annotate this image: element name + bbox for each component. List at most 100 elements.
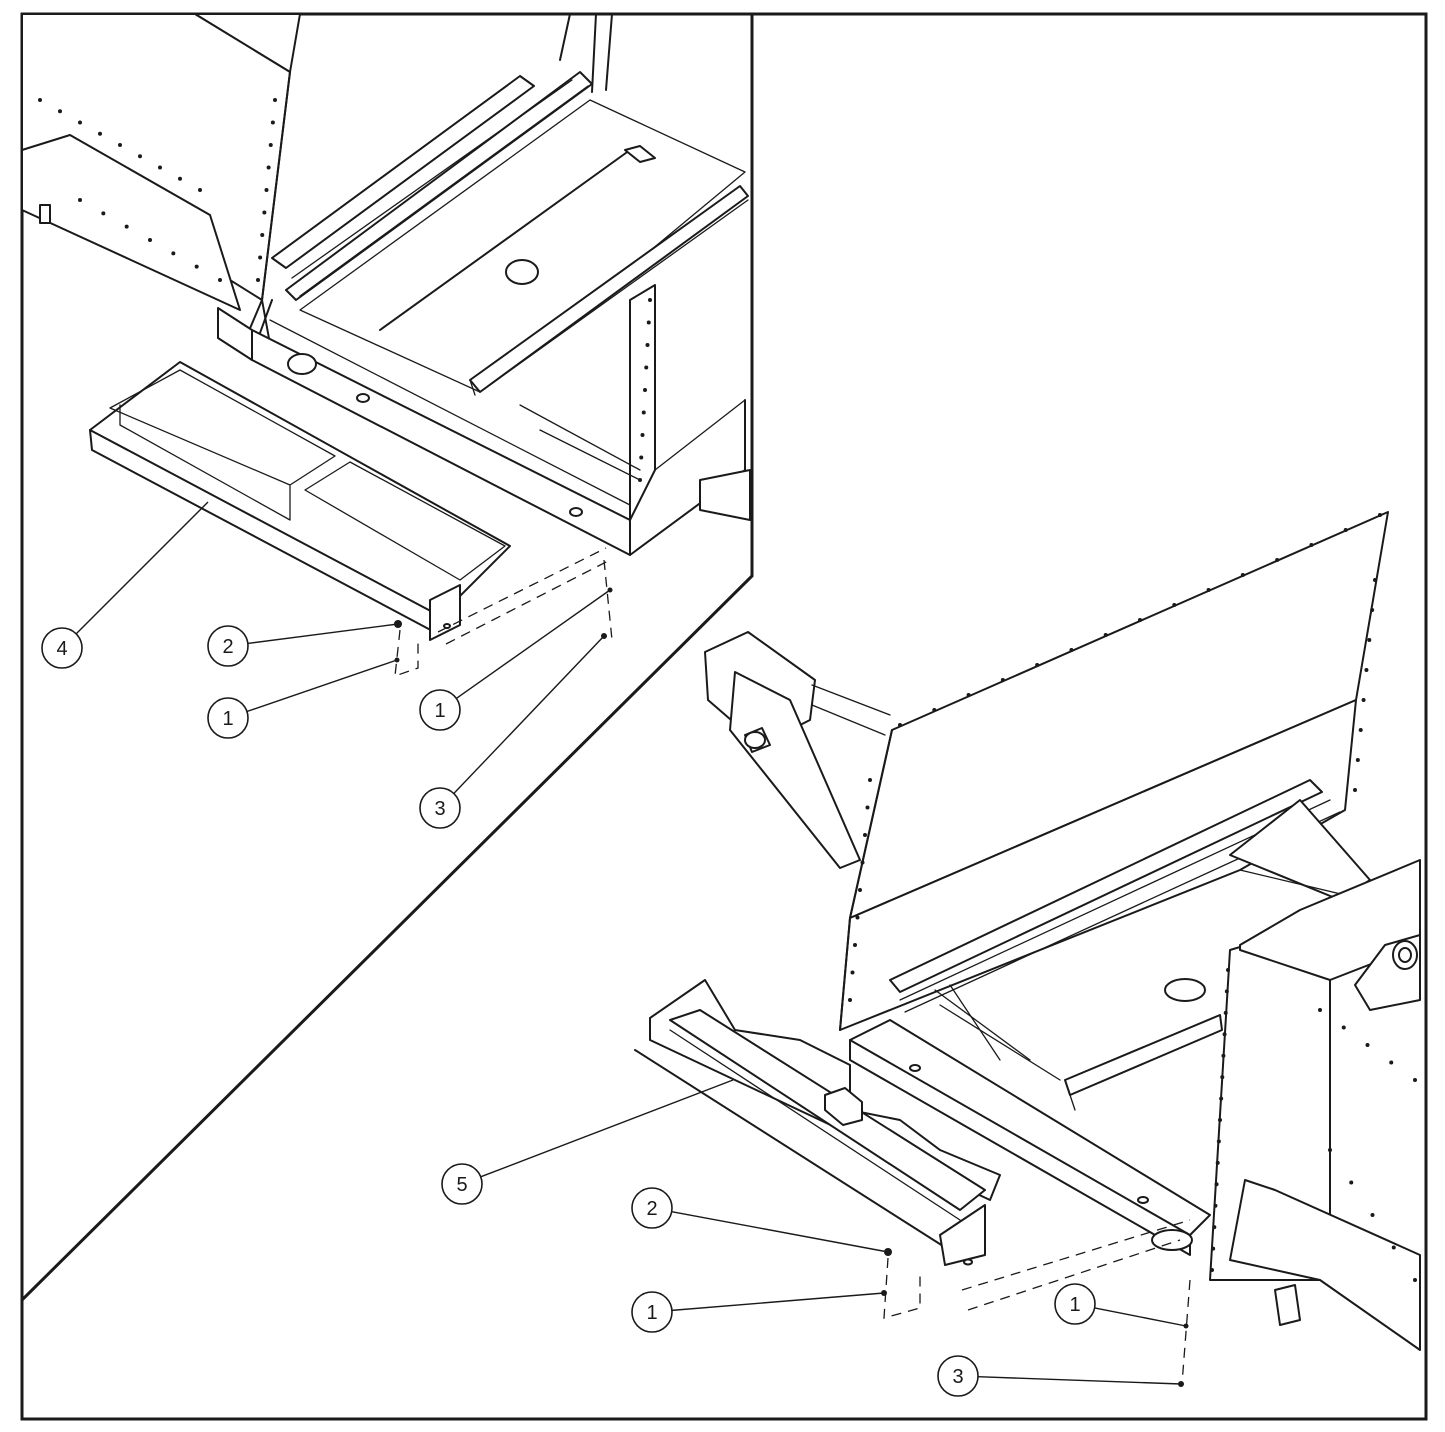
rivet-dot: [218, 278, 222, 282]
rivet-dot: [1373, 578, 1377, 582]
rivet-dot: [1218, 1118, 1222, 1122]
rivet-dot: [1378, 513, 1382, 517]
rivet-dots: [38, 98, 1417, 1282]
rivet-dot: [1349, 1180, 1354, 1185]
bottom-view-assembly: [634, 511, 1421, 1351]
rivet-dot: [1309, 543, 1314, 547]
rivet-dot: [270, 120, 275, 125]
rivet-dot: [1210, 1268, 1214, 1272]
rivet-dot: [1367, 638, 1372, 642]
rivet-dot: [1391, 1245, 1396, 1250]
rivet-dot: [58, 109, 62, 114]
rivet-dot: [1413, 1078, 1417, 1082]
callout-c1b: 1: [419, 589, 611, 731]
rivet-dot: [171, 251, 176, 256]
rivet-dot: [643, 388, 647, 392]
rivet-dot: [260, 233, 265, 237]
rivet-dot: [848, 998, 852, 1002]
rivet-dot: [158, 165, 162, 170]
bottom-view-fastener-paths: [881, 1219, 1191, 1387]
rivet-dot: [1361, 698, 1366, 702]
rivet-dot: [98, 131, 102, 136]
rivet-dot: [1341, 1025, 1346, 1030]
rivet-dot: [1222, 1032, 1227, 1037]
callout-number: 2: [646, 1198, 657, 1220]
rivet-dot: [1224, 989, 1229, 994]
rivet-dot: [1138, 618, 1142, 622]
rivet-dot: [1370, 608, 1375, 612]
rivet-dot: [1000, 678, 1005, 682]
rivet-dot: [1353, 788, 1357, 792]
rivet-dot: [966, 693, 971, 697]
callout-circle: [937, 1355, 979, 1397]
callout-c3a: 3: [419, 635, 605, 829]
callout-circle: [41, 627, 83, 669]
rivet-dot: [256, 278, 260, 282]
rivet-dot: [1221, 1053, 1226, 1058]
rivet-dot: [932, 708, 937, 712]
callout-number: 1: [222, 708, 233, 730]
rivet-dot: [863, 833, 867, 837]
top-view-assembly: [21, 13, 751, 641]
rivet-dot: [124, 224, 129, 229]
rivet-dot: [855, 915, 860, 920]
callout-circle: [631, 1291, 673, 1333]
rivet-dot: [101, 211, 106, 216]
callout-circle: [207, 697, 249, 739]
rivet-dot: [1413, 1278, 1417, 1282]
rivet-dot: [194, 264, 199, 269]
callout-circle: [631, 1187, 673, 1229]
rivet-dot: [1213, 1203, 1218, 1208]
rivet-dot: [1370, 1213, 1375, 1217]
rivet-dot: [78, 198, 82, 202]
rivet-dot: [640, 433, 645, 437]
callout-circle: [419, 787, 461, 829]
rivet-dot: [1219, 1096, 1224, 1101]
callout-leader-line: [246, 659, 398, 713]
rivet-dot: [264, 188, 269, 192]
outer-frame: [20, 12, 1428, 1421]
rivet-dot: [1226, 968, 1230, 972]
rivet-dot: [1318, 1008, 1322, 1012]
rivet-dot: [178, 176, 182, 181]
callout-c2a: 2: [207, 623, 399, 667]
rivet-dot: [1240, 573, 1245, 577]
callout-c1c: 1: [631, 1291, 885, 1333]
rivet-dot: [1206, 588, 1211, 592]
rivet-dot: [1328, 1148, 1332, 1152]
top-view-fastener-paths: [394, 547, 613, 677]
callout-leader-line: [247, 623, 399, 645]
callout-c1a: 1: [207, 659, 398, 739]
rivet-dot: [868, 778, 872, 782]
rivet-dot: [1211, 1246, 1216, 1251]
callout-leader-line: [75, 501, 209, 635]
callout-c3b: 3: [937, 1355, 1182, 1397]
rivet-dot: [638, 478, 642, 482]
rivet-dot: [1069, 648, 1074, 652]
callout-circle: [419, 689, 461, 731]
rivet-dot: [1212, 1225, 1217, 1230]
rivet-dot: [645, 343, 650, 347]
rivet-dot: [853, 943, 857, 947]
callout-number: 1: [1069, 1294, 1080, 1316]
callout-c2b: 2: [631, 1187, 889, 1253]
rivet-dot: [1389, 1060, 1394, 1065]
rivet-dot: [644, 365, 649, 370]
callout-number: 4: [56, 638, 67, 660]
rivet-dot: [138, 154, 142, 159]
rivet-dot: [78, 120, 82, 125]
rivet-dot: [1343, 528, 1348, 532]
callout-number: 3: [434, 798, 445, 820]
callout-c1d: 1: [1054, 1283, 1187, 1327]
callout-leader-line: [1094, 1307, 1187, 1327]
callout-circle: [1054, 1283, 1096, 1325]
rivet-dot: [648, 298, 652, 302]
rivet-dot: [1355, 758, 1360, 762]
rivet-dot: [1216, 1139, 1221, 1144]
rivet-dot: [898, 723, 902, 727]
rivet-dot: [865, 805, 870, 810]
rivet-dot: [1172, 603, 1177, 607]
rivet-dot: [1358, 728, 1363, 732]
callout-number: 2: [222, 636, 233, 658]
